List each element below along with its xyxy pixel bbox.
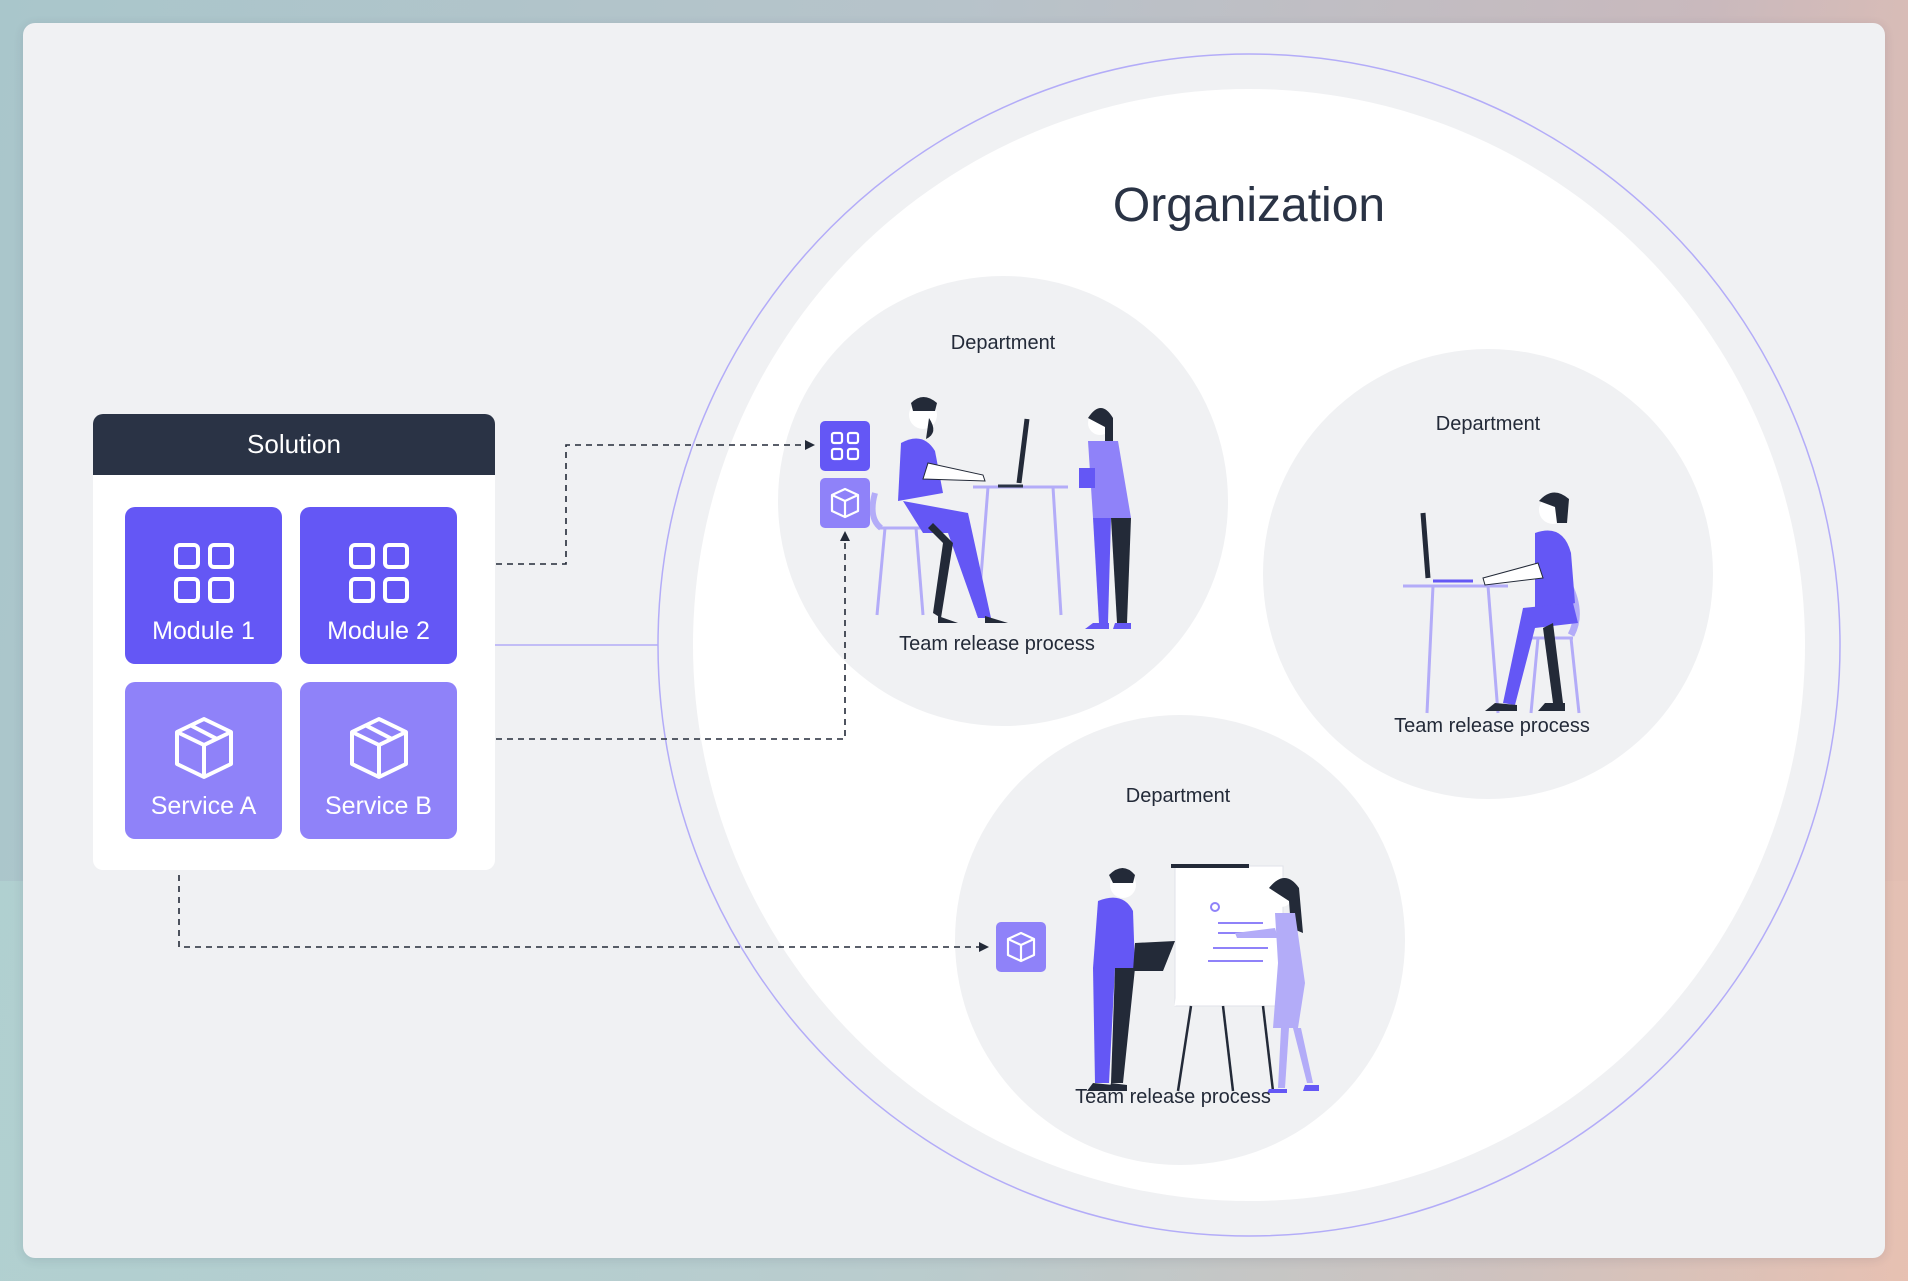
box-icon (1006, 931, 1036, 963)
diagram-canvas: Solution Module 1 (23, 23, 1885, 1258)
service-b-label: Service B (325, 792, 432, 820)
department-2-title: Department (1435, 413, 1541, 435)
department-3-title: Department (1125, 785, 1231, 807)
box-icon (349, 717, 408, 779)
grid-icon (173, 543, 234, 603)
department-circle-1 (778, 276, 1228, 726)
service-b-tile[interactable]: Service B (300, 682, 457, 839)
organization-title: Organization (1112, 179, 1386, 232)
module-2-label: Module 2 (327, 617, 430, 645)
department-1-title: Department (950, 332, 1056, 354)
department-1-process-label: Team release process (899, 633, 1095, 655)
solution-header: Solution (93, 414, 495, 475)
solution-title: Solution (247, 429, 341, 459)
team-illustration-2 (1403, 492, 1581, 714)
grid-icon (830, 431, 860, 461)
diagram-graphics (174, 53, 1841, 1237)
box-icon (830, 487, 860, 519)
connector-service-b-to-department-1 (441, 531, 850, 740)
service-a-tile[interactable]: Service A (125, 682, 282, 839)
connector-module-2-to-department-1 (441, 440, 815, 565)
team-illustration-3 (1087, 864, 1319, 1093)
department-1-module-chip (820, 421, 870, 471)
team-illustration-1 (869, 397, 1131, 629)
department-1-service-chip (820, 478, 870, 528)
module-1-label: Module 1 (152, 617, 255, 645)
department-circle-2 (1263, 349, 1713, 799)
grid-icon (348, 543, 409, 603)
connector-service-a-to-department-3 (178, 820, 989, 952)
department-3-service-chip (996, 922, 1046, 972)
department-2-process-label: Team release process (1394, 715, 1590, 737)
solution-panel: Solution Module 1 (93, 414, 495, 870)
box-icon (174, 717, 233, 779)
module-1-tile[interactable]: Module 1 (125, 507, 282, 664)
department-3-process-label: Team release process (1075, 1086, 1271, 1108)
service-a-label: Service A (150, 792, 257, 820)
module-2-tile[interactable]: Module 2 (300, 507, 457, 664)
